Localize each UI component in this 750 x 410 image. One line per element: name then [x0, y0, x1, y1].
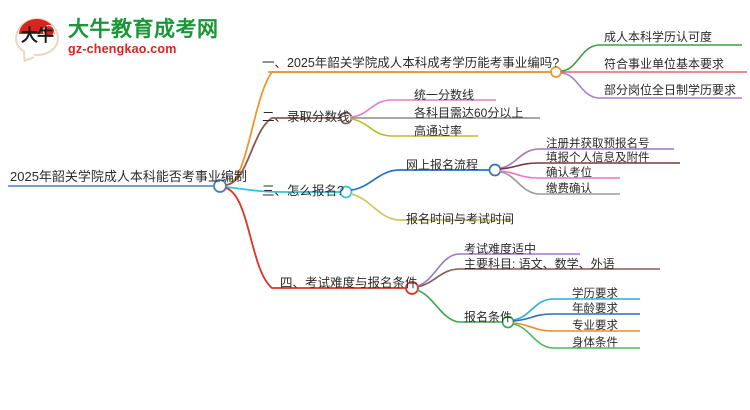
logo-subtitle: gz-chengkao.com — [68, 41, 177, 56]
mindmap-node-4-3-4-label[interactable]: 身体条件 — [572, 337, 618, 349]
mindmap-node-1-3-label[interactable]: 部分岗位全日制学历要求 — [604, 83, 737, 97]
mindmap-node-4-1-label[interactable]: 考试难度适中 — [464, 242, 537, 256]
logo-mark-text: 大牛 — [21, 26, 54, 45]
site-logo: 大牛 大牛教育成考网 gz-chengkao.com — [14, 8, 234, 66]
mindmap-branch-2-label[interactable]: 二、录取分数线 — [262, 110, 350, 124]
mindmap-node-4-3-2-label[interactable]: 年龄要求 — [572, 303, 618, 315]
mindmap-node-2-1-label[interactable]: 统一分数线 — [414, 88, 475, 102]
mindmap-branch-1-label[interactable]: 一、2025年韶关学院成人本科成考学历能考事业编吗? — [262, 56, 560, 70]
mindmap-node-2-2-label[interactable]: 各科目需达60分以上 — [414, 106, 524, 120]
mindmap-node-3-1-1-label[interactable]: 注册并获取预报名号 — [546, 138, 650, 150]
mindmap-node-2-3-label[interactable]: 高通过率 — [414, 124, 463, 138]
logo-mark-icon: 大牛 — [14, 14, 60, 63]
logo-text-block: 大牛教育成考网 gz-chengkao.com — [68, 18, 219, 57]
logo-red-dot — [43, 25, 55, 37]
mindmap-root-label[interactable]: 2025年韶关学院成人本科能否考事业编制 — [10, 169, 247, 184]
mindmap-branch-3-label[interactable]: 三、怎么报名? — [262, 184, 344, 198]
mindmap-node-4-3-label[interactable]: 报名条件 — [464, 310, 513, 324]
mindmap-node-1-1-label[interactable]: 成人本科学历认可度 — [604, 30, 713, 44]
mindmap-node-3-1-label[interactable]: 网上报名流程 — [406, 158, 479, 172]
mindmap-branch-4-label[interactable]: 四、考试难度与报名条件 — [280, 276, 418, 290]
mindmap-node-1-2-label[interactable]: 符合事业单位基本要求 — [604, 57, 725, 71]
mindmap-node-4-3-3-label[interactable]: 专业要求 — [572, 320, 618, 332]
mindmap-node-4-2-label[interactable]: 主要科目: 语文、数学、外语 — [464, 257, 615, 271]
logo-title: 大牛教育成考网 — [68, 17, 219, 41]
mindmap-node-4-3-1-label[interactable]: 学历要求 — [572, 288, 618, 300]
mindmap-node-3-2-label[interactable]: 报名时间与考试时间 — [406, 212, 515, 226]
mindmap-node-3-1-3-label[interactable]: 确认考位 — [546, 167, 592, 179]
mindmap-node-3-1-2-label[interactable]: 填报个人信息及附件 — [546, 152, 650, 164]
mindmap-node-3-1-4-label[interactable]: 缴费确认 — [546, 183, 592, 195]
